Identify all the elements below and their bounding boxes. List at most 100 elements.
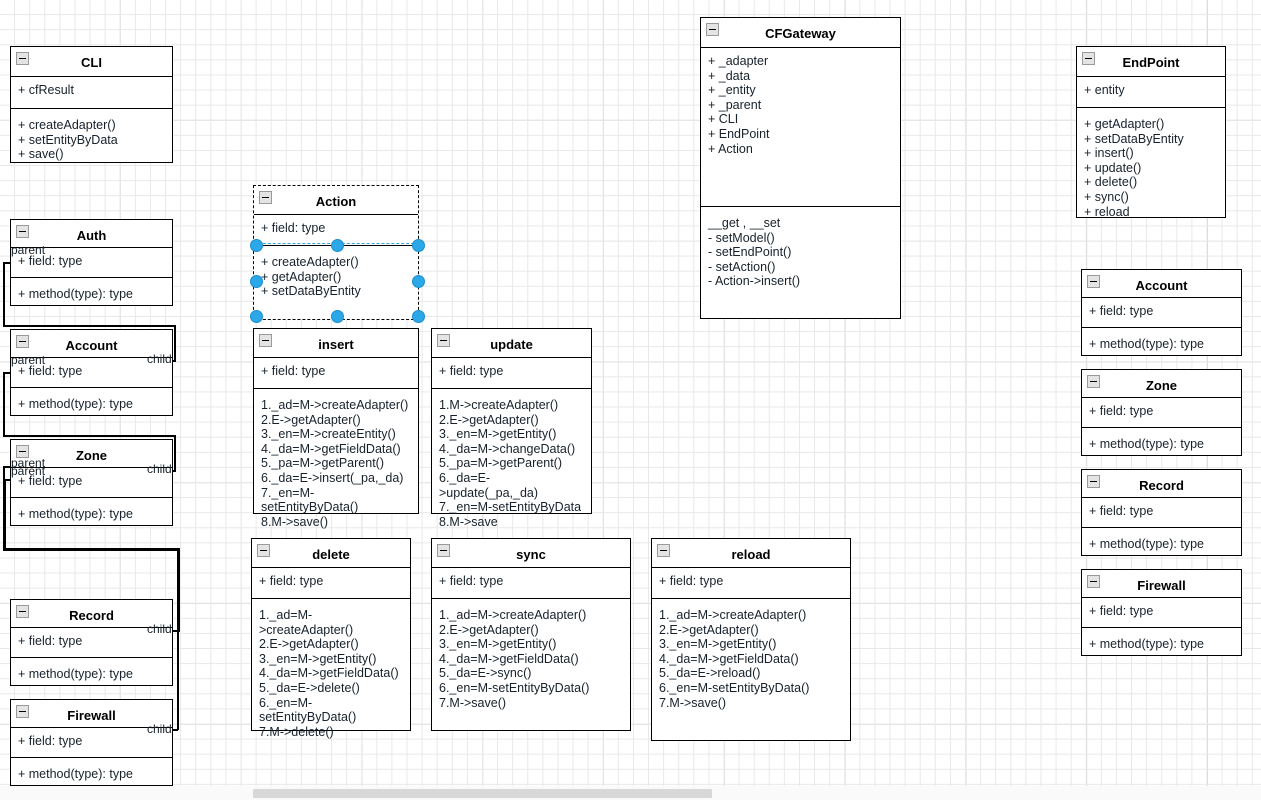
uml-class-record-right[interactable]: Record+ field: type+ method(type): type	[1081, 469, 1242, 556]
uml-class-name: update	[490, 337, 533, 352]
uml-attributes-compartment: + field: type	[18, 734, 83, 748]
uml-attributes-compartment: + field: type	[18, 254, 83, 268]
collapse-minus-icon[interactable]	[257, 544, 270, 557]
connector-segment	[3, 435, 176, 437]
association-role-label: parent	[11, 353, 46, 367]
uml-attributes-compartment: + field: type	[261, 364, 326, 378]
uml-class-header[interactable]: delete	[252, 539, 410, 568]
connector-segment	[177, 548, 180, 632]
uml-class-auth[interactable]: Auth+ field: type+ method(type): type	[10, 219, 173, 306]
collapse-minus-icon[interactable]	[259, 334, 272, 347]
uml-operations-compartment: + method(type): type	[1082, 327, 1241, 358]
uml-class-header[interactable]: CFGateway	[701, 18, 900, 48]
uml-class-header[interactable]: Firewall	[11, 700, 172, 728]
uml-class-firewall-left[interactable]: Firewall+ field: type+ method(type): typ…	[10, 699, 173, 786]
selection-handle-s[interactable]	[330, 309, 344, 323]
collapse-minus-icon[interactable]	[1082, 52, 1095, 65]
uml-operations-compartment: 1._ad=M->createAdapter() 2.E->getAdapter…	[652, 598, 850, 716]
selection-handle-n[interactable]	[330, 238, 344, 252]
horizontal-scrollbar-track[interactable]	[0, 786, 1261, 800]
uml-class-firewall-right[interactable]: Firewall+ field: type+ method(type): typ…	[1081, 569, 1242, 656]
uml-operations-compartment: 1.M->createAdapter() 2.E->getAdapter() 3…	[432, 388, 591, 535]
collapse-minus-icon[interactable]	[437, 544, 450, 557]
uml-class-header[interactable]: EndPoint	[1077, 47, 1225, 77]
collapse-minus-icon[interactable]	[1087, 575, 1100, 588]
uml-class-header[interactable]: Account	[1082, 270, 1241, 298]
uml-class-header[interactable]: Action	[254, 186, 418, 215]
selection-handle-ne[interactable]	[411, 238, 425, 252]
connector-segment	[3, 548, 179, 551]
uml-class-zone-left[interactable]: Zone+ field: type+ method(type): type	[10, 439, 173, 526]
uml-attributes-compartment: + entity	[1084, 83, 1125, 97]
collapse-minus-icon[interactable]	[1087, 475, 1100, 488]
collapse-minus-icon[interactable]	[16, 335, 29, 348]
selection-handle-sw[interactable]	[249, 309, 263, 323]
collapse-minus-icon[interactable]	[16, 225, 29, 238]
uml-operations-compartment: + method(type): type	[11, 387, 172, 418]
uml-class-header[interactable]: reload	[652, 539, 850, 568]
selection-handle-w[interactable]	[249, 274, 263, 288]
uml-attributes-compartment: + field: type	[439, 574, 504, 588]
uml-class-header[interactable]: insert	[254, 329, 418, 358]
uml-class-header[interactable]: Account	[11, 330, 172, 358]
uml-class-account-left[interactable]: Account+ field: type+ method(type): type	[10, 329, 173, 416]
collapse-minus-icon[interactable]	[1087, 275, 1100, 288]
uml-class-name: Zone	[75, 448, 108, 463]
collapse-minus-icon[interactable]	[706, 23, 719, 36]
association-role-label: parent	[11, 464, 46, 478]
uml-class-account-right[interactable]: Account + field: type + method(type): type	[1081, 269, 1242, 356]
selection-handle-nw[interactable]	[249, 238, 263, 252]
horizontal-scrollbar-thumb[interactable]	[253, 789, 712, 798]
uml-class-header[interactable]: Record	[11, 600, 172, 628]
uml-operations-compartment: __get , __set - setModel() - setEndPoint…	[701, 206, 900, 295]
uml-class-zone-right[interactable]: Zone+ field: type+ method(type): type	[1081, 369, 1242, 456]
uml-class-header[interactable]: Record	[1082, 470, 1241, 498]
uml-class-name: insert	[318, 337, 354, 352]
uml-attributes-compartment: + _adapter + _data + _entity + _parent +…	[708, 54, 770, 156]
uml-class-header[interactable]: CLI	[11, 47, 172, 77]
uml-class-name: delete	[312, 547, 350, 562]
collapse-minus-icon[interactable]	[16, 605, 29, 618]
uml-class-name: Account	[65, 338, 118, 353]
collapse-minus-icon[interactable]	[1087, 375, 1100, 388]
uml-class-cfgateway[interactable]: CFGateway + _adapter + _data + _entity + …	[700, 17, 901, 319]
uml-attributes-compartment: + field: type	[259, 574, 324, 588]
uml-class-header[interactable]: sync	[432, 539, 630, 568]
uml-class-header[interactable]: Auth	[11, 220, 172, 248]
uml-attributes-compartment: + field: type	[1089, 304, 1154, 318]
collapse-minus-icon[interactable]	[657, 544, 670, 557]
uml-attributes-compartment: + field: type	[1089, 404, 1154, 418]
selection-handle-e[interactable]	[411, 274, 425, 288]
collapse-minus-icon[interactable]	[16, 445, 29, 458]
uml-class-header[interactable]: update	[432, 329, 591, 358]
connector-segment	[3, 372, 5, 436]
connector-segment	[3, 479, 15, 481]
uml-operations-compartment: 1._ad=M->createAdapter() 2.E->getAdapter…	[252, 598, 410, 745]
uml-class-name: sync	[516, 547, 546, 562]
connector-segment	[3, 372, 15, 374]
uml-class-record-left[interactable]: Record+ field: type+ method(type): type	[10, 599, 173, 686]
collapse-minus-icon[interactable]	[259, 191, 272, 204]
uml-class-header[interactable]: Zone	[11, 440, 172, 468]
association-role-label: parent	[11, 456, 46, 470]
collapse-minus-icon[interactable]	[16, 52, 29, 65]
uml-class-name: Record	[1139, 478, 1184, 493]
collapse-minus-icon[interactable]	[16, 705, 29, 718]
connector-segment	[177, 630, 179, 730]
connector-segment	[3, 325, 176, 327]
selection-handle-se[interactable]	[411, 309, 425, 323]
uml-class-header[interactable]: Zone	[1082, 370, 1241, 398]
connector-segment	[3, 466, 5, 480]
uml-class-cli[interactable]: CLI+ cfResult+ createAdapter() + setEnti…	[10, 46, 173, 163]
uml-class-action[interactable]: Action+ field: type+ createAdapter() + g…	[253, 185, 419, 320]
uml-class-header[interactable]: Firewall	[1082, 570, 1241, 598]
uml-class-endpoint[interactable]: EndPoint+ entity+ getAdapter() + setData…	[1076, 46, 1226, 219]
uml-class-name: Account	[1135, 278, 1188, 293]
collapse-minus-icon[interactable]	[437, 334, 450, 347]
